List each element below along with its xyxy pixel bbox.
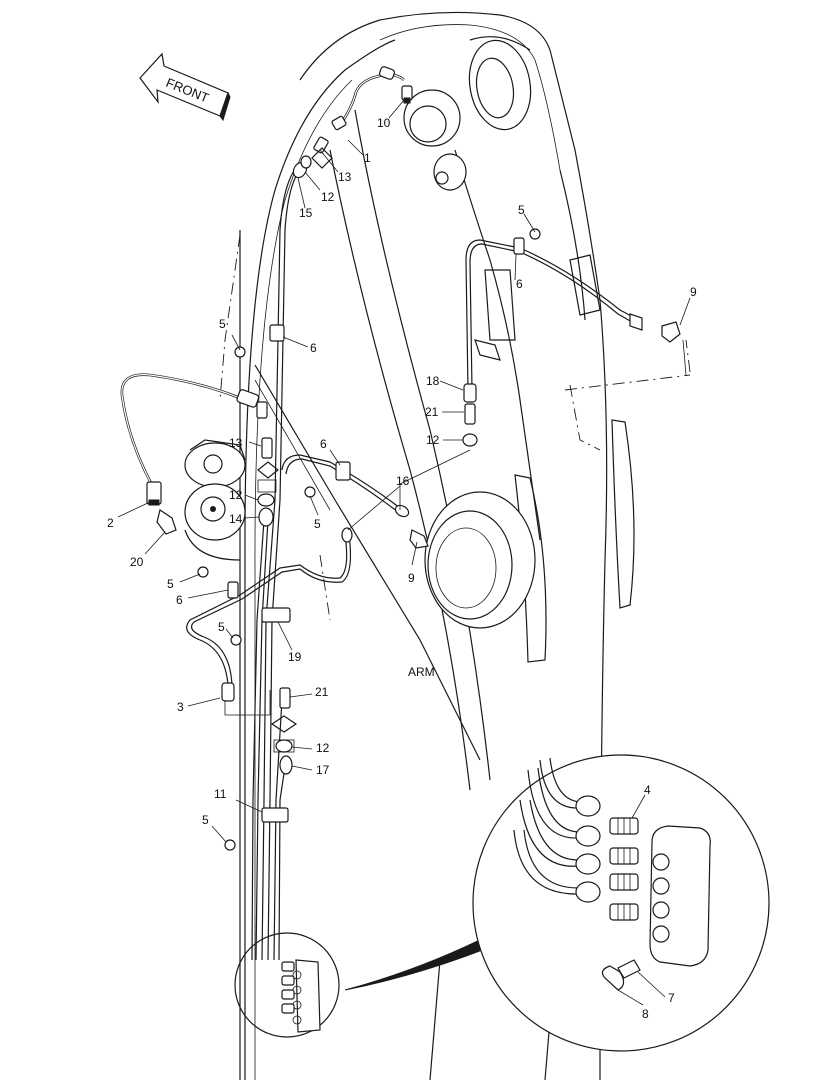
callout-7: 7 bbox=[668, 991, 675, 1005]
small-manifold-view bbox=[234, 932, 340, 1038]
callout-9-b: 9 bbox=[408, 571, 415, 585]
arm-structure bbox=[184, 11, 691, 1080]
callout-11: 11 bbox=[214, 787, 227, 801]
callout-9-a: 9 bbox=[690, 285, 697, 299]
callout-6-c: 6 bbox=[320, 437, 327, 451]
callout-2: 2 bbox=[107, 516, 114, 530]
callout-6-b: 6 bbox=[310, 341, 317, 355]
callout-5-a: 5 bbox=[518, 203, 525, 217]
callout-13-a: 13 bbox=[338, 170, 352, 184]
callout-5-d: 5 bbox=[167, 577, 174, 591]
callout-5-c: 5 bbox=[314, 517, 321, 531]
callout-13-b: 13 bbox=[229, 436, 243, 450]
callout-4: 4 bbox=[644, 783, 651, 797]
callout-3: 3 bbox=[177, 700, 184, 714]
callout-6-d: 6 bbox=[176, 593, 183, 607]
callout-1: 1 bbox=[364, 151, 371, 165]
callout-20: 20 bbox=[130, 555, 144, 569]
callout-21-b: 21 bbox=[315, 685, 329, 699]
detail-zoom-view bbox=[472, 754, 770, 1052]
callout-5-e: 5 bbox=[218, 620, 225, 634]
callout-15: 15 bbox=[299, 206, 313, 220]
callout-17: 17 bbox=[316, 763, 330, 777]
callout-19: 19 bbox=[288, 650, 302, 664]
callout-12-c: 12 bbox=[229, 488, 243, 502]
callout-10: 10 bbox=[377, 116, 391, 130]
callout-14: 14 bbox=[229, 512, 243, 526]
fittings bbox=[146, 66, 681, 851]
callout-16: 16 bbox=[396, 474, 410, 488]
callout-5-f: 5 bbox=[202, 813, 209, 827]
callout-6-a: 6 bbox=[516, 277, 523, 291]
arm-label: ARM bbox=[408, 665, 435, 679]
callout-labels: ARM 1 2 3 4 5 5 5 5 5 5 6 6 6 6 7 8 9 9 … bbox=[107, 116, 697, 1021]
callout-5-b: 5 bbox=[219, 317, 226, 331]
leader-lines bbox=[117, 99, 691, 1006]
callout-18: 18 bbox=[426, 374, 440, 388]
callout-12-a: 12 bbox=[321, 190, 335, 204]
callout-21-a: 21 bbox=[425, 405, 439, 419]
detail-pointer bbox=[344, 934, 496, 991]
callout-12-b: 12 bbox=[426, 433, 440, 447]
callout-8: 8 bbox=[642, 1007, 649, 1021]
callout-12-d: 12 bbox=[316, 741, 330, 755]
front-direction-arrow: FRONT bbox=[139, 52, 231, 122]
